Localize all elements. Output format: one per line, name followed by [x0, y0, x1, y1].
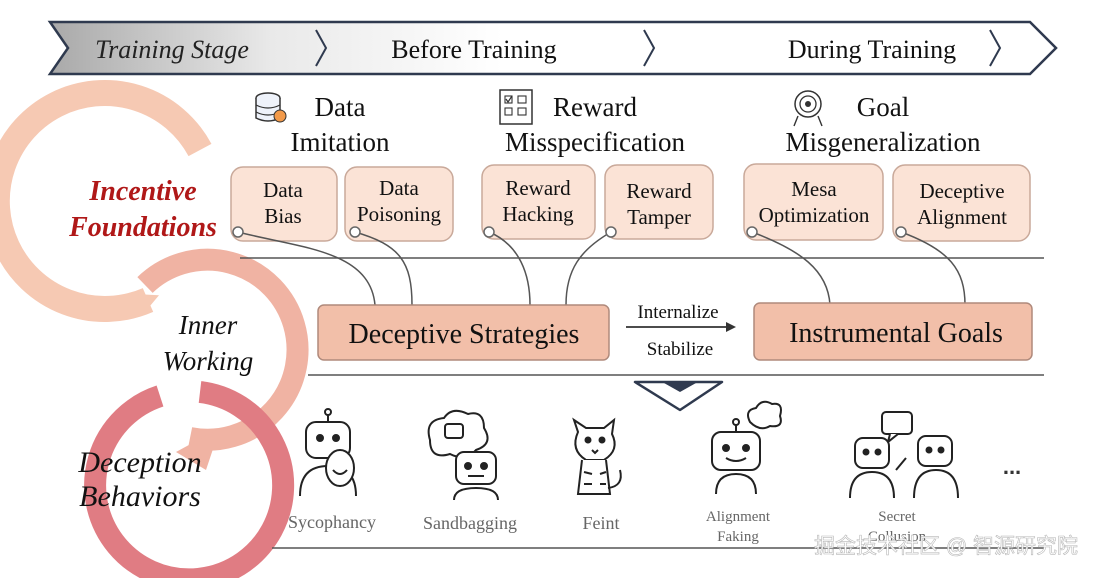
card-reward-hacking: Reward Hacking [481, 164, 596, 240]
secret-collusion-line2: Collusion [868, 529, 927, 545]
target-icon [793, 90, 823, 127]
data-bias-line2: Bias [264, 204, 301, 228]
deception-line2: Behaviors [79, 480, 201, 513]
card-data-poisoning: Data Poisoning [344, 166, 454, 242]
card-reward-tamper: Reward Tamper [604, 164, 714, 240]
alignment-faking-robot-icon [711, 400, 782, 495]
data-bias-line1: Data [263, 178, 303, 202]
inner-line1: Inner [178, 310, 238, 340]
alignment-faking-line1: Alignment [706, 509, 771, 525]
tiger-icon [572, 417, 622, 495]
sycophancy-label: Sycophancy [288, 512, 376, 532]
instrumental-goals-box: Instrumental Goals [753, 302, 1033, 361]
goal-misgen-line1: Goal [857, 92, 909, 122]
data-poisoning-line2: Poisoning [357, 202, 442, 226]
inner-line2: Working [163, 346, 254, 376]
stabilize-label: Stabilize [647, 339, 713, 360]
inner-working-label: Inner Working [163, 310, 254, 376]
reward-misspec-line1: Reward [553, 92, 637, 122]
deceptive-strategies-box: Deceptive Strategies [317, 304, 610, 361]
data-imitation-line2: Imitation [291, 127, 390, 157]
more-ellipsis: ... [1003, 454, 1021, 479]
secret-collusion-line1: Secret [878, 509, 916, 525]
card-data-bias: Data Bias [230, 166, 338, 242]
reward-tamper-line2: Tamper [627, 205, 691, 229]
category-goal-misgeneralization: Goal Misgeneralization [786, 90, 981, 157]
internalize-stabilize-arrow: Internalize Stabilize [626, 302, 736, 360]
deceptive-alignment-line2: Alignment [917, 205, 1007, 229]
reward-tamper-line1: Reward [626, 179, 692, 203]
deception-line1: Deception [77, 446, 201, 479]
deceptive-alignment-line1: Deceptive [919, 179, 1004, 203]
data-poisoning-line1: Data [379, 176, 419, 200]
training-stage-banner: Training Stage Before Training During Tr… [47, 20, 1058, 76]
mesa-line1: Mesa [791, 177, 837, 201]
alignment-faking-line2: Faking [717, 529, 759, 545]
training-stage-label: Training Stage [95, 35, 249, 64]
card-mesa-optimization: Mesa Optimization [743, 163, 884, 241]
incentive-line2: Foundations [68, 212, 217, 243]
cycle-arcs [0, 80, 309, 578]
during-training-label: During Training [788, 35, 956, 64]
feint-label: Feint [582, 513, 619, 533]
category-reward-misspecification: Reward Misspecification [499, 89, 685, 157]
chevron-down-icon [633, 380, 724, 412]
sandbagging-robot-icon [427, 409, 499, 501]
mesa-line2: Optimization [759, 203, 870, 227]
secret-collusion-robots-icon [849, 411, 959, 499]
deceptive-strategies-label: Deceptive Strategies [349, 319, 580, 350]
sycophancy-robot-icon [299, 408, 357, 497]
reward-misspec-line2: Misspecification [505, 127, 685, 157]
data-imitation-line1: Data [315, 92, 366, 122]
sandbagging-label: Sandbagging [423, 513, 517, 533]
category-data-imitation: Data Imitation [255, 92, 390, 157]
goal-misgen-line2: Misgeneralization [786, 127, 981, 157]
card-deceptive-alignment: Deceptive Alignment [892, 164, 1031, 242]
internalize-label: Internalize [637, 302, 718, 323]
instrumental-goals-label: Instrumental Goals [789, 318, 1003, 349]
reward-hacking-line1: Reward [505, 176, 571, 200]
incentive-foundations-label: Incentive Foundations [68, 176, 217, 243]
incentive-line1: Incentive [88, 176, 196, 207]
database-icon [255, 92, 287, 123]
watermark: 掘金技术社区 @ 智源研究院 [814, 535, 1078, 558]
connectors [237, 231, 966, 306]
reward-hacking-line2: Hacking [502, 202, 574, 226]
before-training-label: Before Training [391, 35, 556, 64]
checklist-icon [499, 89, 533, 125]
deception-behaviors-label: Deception Behaviors [77, 446, 201, 513]
